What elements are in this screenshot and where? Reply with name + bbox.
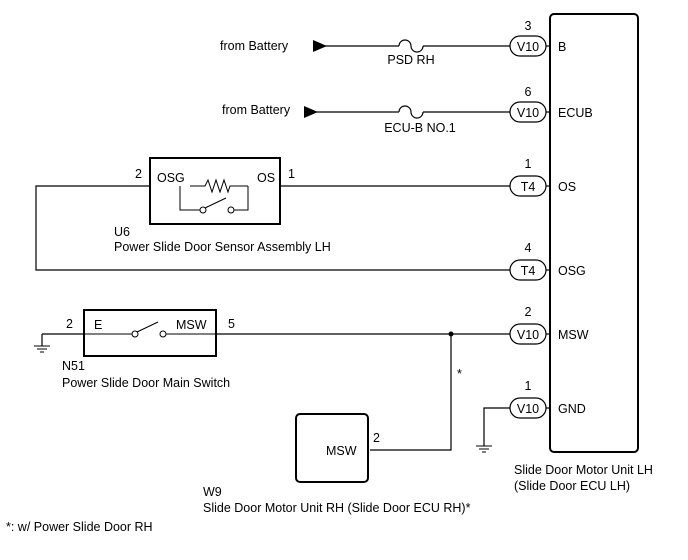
svg-text:1: 1	[525, 379, 532, 393]
svg-text:1: 1	[525, 157, 532, 171]
battery-input-2: from Battery ECU-B NO.1 6 V10 ECUB	[222, 85, 593, 135]
switch-contact-icon	[227, 206, 235, 214]
svg-text:OS: OS	[558, 180, 576, 194]
sensor-box	[149, 157, 281, 225]
footnote: *: w/ Power Slide Door RH	[6, 520, 153, 534]
optional-mark: *	[457, 367, 462, 381]
ecu-pin-os: 1 T4 OS	[509, 157, 576, 197]
switch-name: Power Slide Door Main Switch	[62, 376, 230, 390]
ecu-lh-subname: (Slide Door ECU LH)	[514, 479, 630, 493]
switch-contact-icon	[131, 330, 139, 338]
sensor-assembly-lh: OSG OS 2 1 U6 Power Slide Door Sensor As…	[114, 157, 331, 254]
svg-text:T4: T4	[521, 180, 536, 194]
svg-text:MSW: MSW	[558, 328, 589, 342]
pin-number: 3	[525, 19, 532, 33]
switch-lever-icon	[204, 197, 227, 209]
connector-label: V10	[517, 106, 539, 120]
sensor-name: Power Slide Door Sensor Assembly LH	[114, 240, 331, 254]
slide-door-ecu-lh-box	[549, 13, 639, 453]
svg-text:V10: V10	[517, 328, 539, 342]
ecu-pin-gnd: 1 V10 GND	[476, 379, 586, 453]
sensor-id: U6	[114, 225, 130, 239]
sensor-terminal-os: OS	[257, 171, 275, 185]
svg-text:4: 4	[525, 241, 532, 255]
ecu-pin-osg: 4 T4 OSG	[509, 241, 586, 281]
svg-text:T4: T4	[521, 264, 536, 278]
pin-number: 6	[525, 85, 532, 99]
terminal-label: B	[558, 40, 566, 54]
motor-unit-rh: MSW 2 W9 Slide Door Motor Unit RH (Slide…	[203, 413, 471, 515]
svg-text:V10: V10	[517, 402, 539, 416]
main-switch: 2 E MSW 5 N51 Power Slide Door Main Swit…	[34, 309, 235, 390]
motor-rh-id: W9	[203, 485, 222, 499]
sensor-pin-left: 2	[135, 167, 142, 181]
switch-pin-right: 5	[228, 317, 235, 331]
ground-icon	[476, 445, 492, 453]
switch-lever-icon	[136, 321, 159, 333]
switch-contact-icon	[199, 206, 207, 214]
fuse-icon	[398, 39, 424, 53]
motor-rh-pin: 2	[373, 431, 380, 445]
motor-rh-box	[295, 413, 369, 483]
switch-box	[83, 309, 217, 357]
ecu-pin-msw: 2 V10 MSW	[509, 305, 589, 345]
motor-rh-terminal: MSW	[326, 444, 357, 458]
motor-rh-name: Slide Door Motor Unit RH (Slide Door ECU…	[203, 501, 471, 515]
switch-pin-left: 2	[66, 317, 73, 331]
ecu-lh-name: Slide Door Motor Unit LH	[514, 463, 653, 477]
fuse-icon	[398, 105, 424, 119]
svg-text:GND: GND	[558, 402, 586, 416]
fuse-label: PSD RH	[387, 53, 434, 67]
battery-input-1: from Battery PSD RH 3 V10 B	[220, 19, 566, 67]
svg-text:2: 2	[525, 305, 532, 319]
switch-id: N51	[62, 359, 85, 373]
terminal-label: ECUB	[558, 106, 593, 120]
switch-contact-icon	[159, 330, 167, 338]
connector-label: V10	[517, 40, 539, 54]
svg-text:OSG: OSG	[558, 264, 586, 278]
ground-icon	[34, 345, 50, 353]
resistor-icon	[190, 178, 248, 194]
sensor-pin-right: 1	[288, 167, 295, 181]
fuse-label: ECU-B NO.1	[384, 121, 456, 135]
battery-label-2: from Battery	[222, 103, 291, 117]
switch-terminal-e: E	[94, 318, 102, 332]
sensor-terminal-osg: OSG	[157, 171, 185, 185]
switch-terminal-msw: MSW	[176, 318, 207, 332]
battery-label-1: from Battery	[220, 39, 289, 53]
